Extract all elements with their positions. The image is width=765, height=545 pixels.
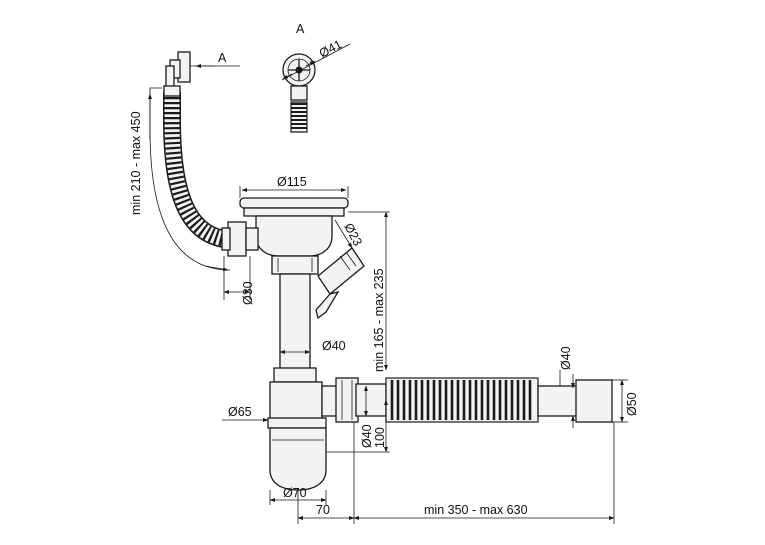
d50-label: Ø50 [625, 392, 639, 416]
bottom-dimensions: 70 min 350 - max 630 [297, 422, 615, 524]
overflow-connector: Ø30 [221, 221, 259, 305]
view-arrow-label: A [218, 51, 227, 65]
d41-label: Ø41 [317, 37, 344, 60]
overflow-length-dimension: min 210 - max 450 [129, 87, 231, 272]
d23-label: Ø23 [341, 221, 364, 248]
bottle-trap: Ø65 Ø70 [222, 367, 327, 505]
outlet-length-label: min 350 - max 630 [424, 503, 528, 517]
strainer-nut [271, 255, 319, 275]
outlet-hose [385, 377, 539, 423]
d40-outlet-label: Ø40 [360, 424, 374, 448]
outlet-end-fitting: Ø40 Ø50 [537, 346, 639, 428]
height-range-label: min 165 - max 235 [372, 268, 386, 372]
d30-label: Ø30 [241, 281, 255, 305]
overflow-hose [163, 85, 237, 249]
dim-70-label: 70 [316, 503, 330, 517]
height-dimension: min 165 - max 235 [348, 211, 390, 372]
overflow-length-label: min 210 - max 450 [129, 111, 143, 215]
overflow-fitting [165, 51, 240, 89]
view-arrow-a: A [195, 51, 227, 68]
outlet-vertical-dimensions: Ø40 100 [326, 385, 390, 453]
d40-pipe-label: Ø40 [322, 339, 346, 353]
outlet-elbow [321, 377, 387, 423]
strainer: Ø115 [239, 175, 349, 257]
d115-label: Ø115 [277, 175, 307, 189]
d65-label: Ø65 [228, 405, 252, 419]
dim-100-label: 100 [373, 427, 387, 448]
d40-end-label: Ø40 [559, 346, 573, 370]
view-a: A Ø41 [281, 22, 351, 133]
d70-label: Ø70 [283, 486, 307, 500]
view-a-label: A [296, 22, 305, 36]
